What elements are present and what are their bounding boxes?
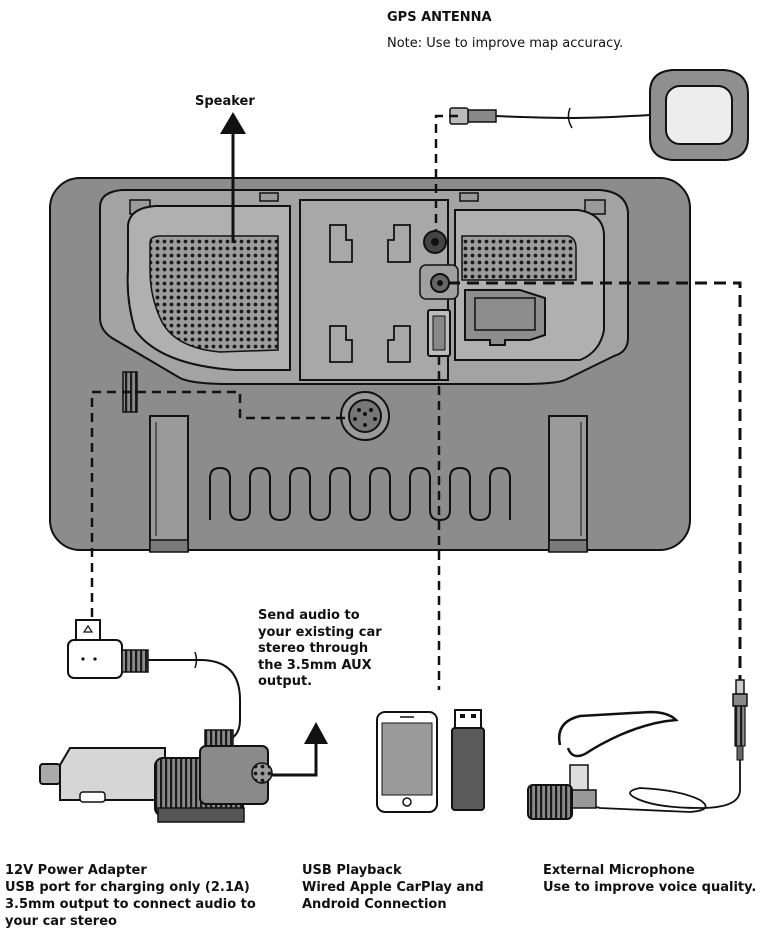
speaker-grille-right [461, 235, 577, 281]
usb-drive-icon [451, 709, 485, 811]
power-adapter-line: USB port for charging only (2.1A) [5, 880, 250, 895]
microphone-note: Use to improve voice quality. [543, 880, 757, 895]
usb-playback-title: USB Playback [302, 863, 402, 878]
aux-output-note: Send audio to your existing car stereo t… [258, 608, 382, 691]
mic-dashed-line [448, 281, 742, 682]
aux-note-line: your existing car [258, 624, 382, 640]
vent-slots [209, 466, 511, 522]
microphone-icon [527, 679, 748, 820]
car-charger-icon [39, 619, 273, 823]
microphone-title: External Microphone [543, 863, 695, 878]
gps-dashed-line [434, 114, 458, 230]
gps-antenna-note: Note: Use to improve map accuracy. [387, 36, 624, 51]
power-adapter-title: 12V Power Adapter [5, 863, 147, 878]
power-adapter-caption: 12V Power Adapter USB port for charging … [5, 862, 256, 930]
gps-antenna-icon [449, 69, 749, 161]
device-rear-view [49, 177, 691, 553]
aux-note-line: stereo through [258, 641, 369, 656]
speaker-label: Speaker [195, 94, 255, 109]
aux-arrow-icon [260, 722, 328, 777]
aux-note-line: Send audio to [258, 608, 360, 623]
aux-note-line: output. [258, 674, 313, 689]
usb-playback-line: Wired Apple CarPlay and [302, 880, 484, 895]
power-adapter-line: 3.5mm output to connect audio to [5, 897, 256, 912]
power-adapter-line: your car stereo [5, 914, 117, 929]
stand-leg-right [548, 415, 588, 553]
stand-leg-left [149, 415, 189, 553]
usb-playback-line: Android Connection [302, 897, 447, 912]
microphone-caption: External Microphone Use to improve voice… [543, 862, 756, 896]
aux-note-line: the 3.5mm AUX [258, 657, 372, 673]
gps-antenna-title: GPS ANTENNA [387, 10, 492, 25]
usb-playback-caption: USB Playback Wired Apple CarPlay and And… [302, 862, 484, 913]
speaker-grille-left [149, 235, 279, 353]
smartphone-icon [376, 711, 438, 813]
speaker-arrow-icon [220, 112, 246, 243]
